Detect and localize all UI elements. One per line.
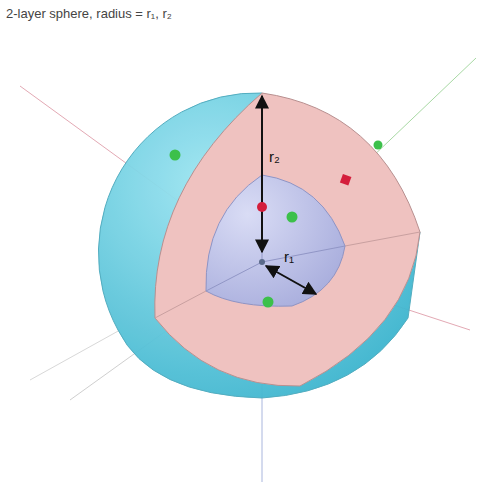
inner-core (206, 175, 345, 306)
cut-edges (155, 93, 420, 318)
axes (20, 58, 476, 482)
cut-face (155, 93, 420, 386)
radius-label: r₂ (267, 148, 282, 165)
diagram-title: 2-layer sphere, radius = r₁, r₂ (6, 6, 172, 21)
core-edges (206, 175, 345, 291)
outer-shell (98, 93, 420, 398)
radius-label: r₁ (282, 248, 296, 265)
radius-arrows (262, 96, 316, 294)
points (170, 141, 383, 308)
